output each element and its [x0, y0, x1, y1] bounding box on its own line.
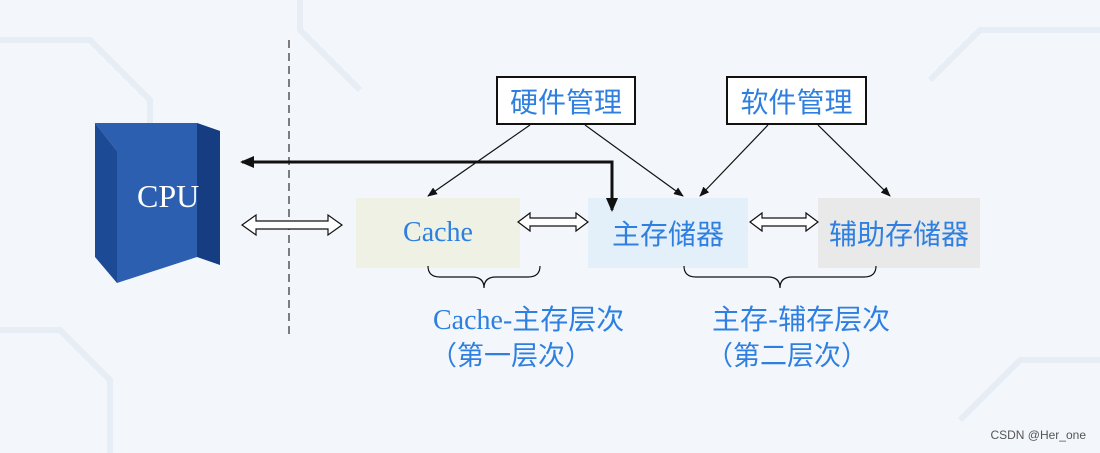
second-level-subtitle: （第二层次） — [706, 341, 868, 372]
aux-memory-label: 辅助存储器 — [828, 218, 969, 251]
software-mgmt-box: 软件管理 — [726, 76, 867, 125]
watermark: CSDN @Her_one — [990, 428, 1086, 442]
first-level-subtitle: （第一层次） — [430, 341, 592, 372]
hardware-mgmt-box: 硬件管理 — [496, 76, 636, 125]
hw-to-main-arrow — [584, 124, 684, 197]
software-mgmt-label: 软件管理 — [740, 85, 853, 119]
sw-to-main-arrow — [699, 124, 769, 197]
cache-node: Cache — [356, 198, 520, 268]
hw-to-cache-arrow — [427, 124, 531, 197]
cpu-label: CPU — [137, 178, 200, 214]
sw-to-aux-arrow — [817, 124, 891, 197]
main-memory-node: 主存储器 — [588, 198, 748, 268]
hardware-mgmt-label: 硬件管理 — [509, 85, 622, 119]
first-level-title: Cache-主存层次 — [433, 305, 625, 336]
first-level-brace — [427, 265, 541, 289]
main-aux-double-arrow — [749, 211, 819, 233]
cpu-cache-double-arrow — [240, 213, 344, 237]
second-level-brace — [683, 265, 877, 289]
main-memory-label: 主存储器 — [611, 218, 724, 251]
cache-main-double-arrow — [517, 211, 589, 233]
aux-memory-node: 辅助存储器 — [818, 198, 980, 268]
cache-label: Cache — [403, 217, 473, 248]
data-path-line — [240, 156, 614, 210]
cpu-block: CPU — [95, 123, 225, 283]
second-level-title: 主存-辅存层次 — [712, 303, 891, 336]
